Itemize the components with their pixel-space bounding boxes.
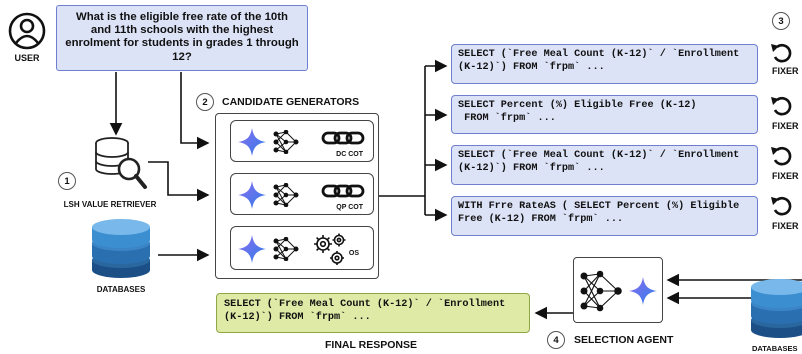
candidate-query-1: SELECT (`Free Meal Count (K-12)` / `Enro… [451,44,758,84]
step-1-badge: 1 [58,172,76,190]
final-response-label: FINAL RESPONSE [325,339,417,351]
candidate-query-2: SELECT Percent (%) Eligible Free (K-12) … [451,95,758,134]
undo-arrow-icon [771,146,792,166]
sparkle-icon [238,181,266,209]
neural-network-icon [273,183,299,207]
selection-agent-label: SELECTION AGENT [574,334,674,346]
fixer-label-1: FIXER [772,66,799,76]
generator-dc-cot: DC COT [230,120,374,162]
candidate-query-3: SELECT (`Free Meal Count (K-12)` / `Enro… [451,145,758,185]
step-2-badge: 2 [196,93,214,111]
generator-tag: DC COT [336,151,363,158]
generator-tag: QP COT [336,204,363,211]
database-icon [86,216,156,280]
database-search-icon [92,135,148,193]
step-4-badge: 4 [547,331,565,349]
neural-network-icon [273,130,299,154]
gears-icon [314,233,346,265]
undo-arrow-icon [771,96,792,116]
fixer-label-2: FIXER [772,121,799,131]
databases-left-label: DATABASES [96,285,146,294]
sparkle-icon [629,277,657,305]
fixer-label-4: FIXER [772,221,799,231]
database-icon-right [745,278,802,340]
question-box: What is the eligible free rate of the 10… [56,5,308,71]
neural-network-icon [580,270,622,312]
undo-arrow-icon [771,43,792,63]
user-label: USER [14,53,40,63]
databases-right-label: DATABASES [752,344,798,353]
chain-icon [321,131,365,145]
step-3-badge: 3 [772,12,790,30]
generator-os: OS [230,226,374,270]
lsh-label: LSH VALUE RETRIEVER [63,200,157,209]
selection-agent-box [573,257,663,323]
fixer-label-3: FIXER [772,171,799,181]
undo-arrow-icon [771,196,792,216]
final-response-box: SELECT (`Free Meal Count (K-12)` / `Enro… [216,293,530,333]
candidate-generators-panel: DC COT QP COT [215,113,379,279]
chain-icon [321,184,365,198]
sparkle-icon [238,128,266,156]
generator-qp-cot: QP COT [230,173,374,215]
sparkle-icon [238,235,266,263]
user-icon [8,12,46,50]
neural-network-icon [273,237,299,261]
candidate-query-4: WITH Frre RateAS ( SELECT Percent (%) El… [451,196,758,236]
generators-label: CANDIDATE GENERATORS [222,96,360,108]
generator-tag: OS [348,250,359,257]
